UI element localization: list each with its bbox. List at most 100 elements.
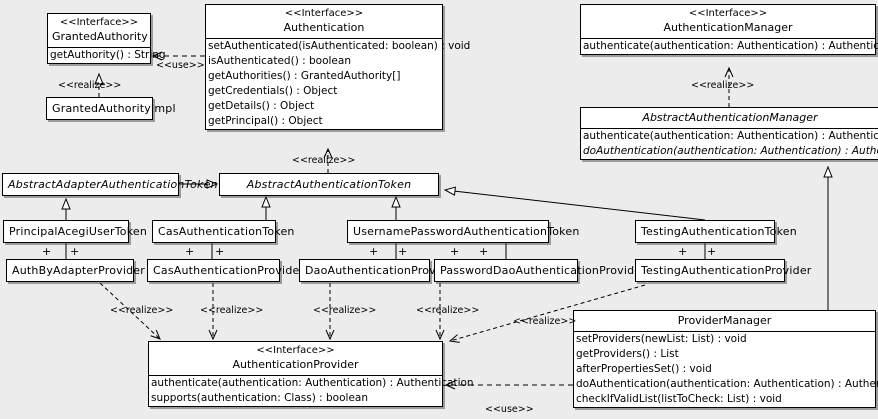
class-password-dao-authentication-provider[interactable]: PasswordDaoAuthenticationProvider xyxy=(434,259,646,282)
class-cas-authentication-token[interactable]: CasAuthenticationToken xyxy=(152,220,294,243)
class-username-password-authentication-token[interactable]: UsernamePasswordAuthenticationToken xyxy=(347,220,580,243)
operation-row: getProviders() : List xyxy=(576,348,679,360)
class-header: PrincipalAcegiUserToken xyxy=(4,221,148,242)
stereotype-label: <<Interface>> xyxy=(284,8,364,19)
class-name: ProviderManager xyxy=(677,314,772,327)
edge-label-realize-provider-manager: <<realize>> xyxy=(513,316,577,327)
class-auth-by-adapter-provider[interactable]: AuthByAdapterProvider xyxy=(6,259,145,282)
operation-row: doAuthentication(authentication: Authent… xyxy=(576,378,878,390)
association-end-multiplicity: + xyxy=(398,245,408,258)
operation-row: getAuthority() : String xyxy=(50,49,166,61)
operations-compartment: authenticate(authentication: Authenticat… xyxy=(149,376,474,406)
class-header: <<Interface>> AuthenticationManager xyxy=(581,5,875,38)
class-header: <<Interface>> GrantedAuthority xyxy=(48,14,150,47)
class-granted-authority-impl[interactable]: GrantedAuthorityImpl xyxy=(46,97,176,120)
class-name: TestingAuthenticationToken xyxy=(641,225,797,238)
operations-compartment: authenticate(authentication: Authenticat… xyxy=(581,39,878,54)
class-name: GrantedAuthorityImpl xyxy=(52,102,176,115)
operation-row: doAuthentication(authentication: Authent… xyxy=(583,145,878,157)
class-header: TestingAuthenticationToken xyxy=(636,221,797,242)
class-header: CasAuthenticationProvider xyxy=(148,260,304,281)
class-header: <<Interface>> AuthenticationProvider xyxy=(149,342,442,375)
edge-label-realize-dao-provider: <<realize>> xyxy=(313,305,377,316)
compartment-divider xyxy=(48,47,150,48)
class-name: AuthenticationProvider xyxy=(232,358,359,371)
compartment-divider xyxy=(574,331,875,332)
class-provider-manager[interactable]: ProviderManager setProviders(newList: Li… xyxy=(573,310,878,408)
class-abstract-authentication-token[interactable]: AbstractAuthenticationToken xyxy=(219,173,439,196)
class-name: AbstractAuthenticationToken xyxy=(246,178,412,191)
class-name: AuthenticationManager xyxy=(663,21,793,34)
edge-label-realize-abstract-authentication-token: <<realize>> xyxy=(292,155,356,166)
edge-label-use-provider-manager: <<use>> xyxy=(485,404,534,415)
operation-row: getCredentials() : Object xyxy=(208,85,338,97)
operation-row: getAuthorities() : GrantedAuthority[] xyxy=(208,70,401,82)
stereotype-label: <<Interface>> xyxy=(59,17,139,28)
edge-label-use-granted-authority: <<use>> xyxy=(156,60,205,71)
association-end-multiplicity: + xyxy=(70,245,80,258)
stereotype-label: <<Interface>> xyxy=(688,8,768,19)
class-header: AbstractAuthenticationManager xyxy=(581,108,878,128)
stereotype-label: <<Interface>> xyxy=(256,345,335,356)
operation-row: authenticate(authentication: Authenticat… xyxy=(583,130,878,142)
edge-label-realize-cas-provider: <<realize>> xyxy=(200,305,264,316)
class-cas-authentication-provider[interactable]: CasAuthenticationProvider xyxy=(147,259,304,282)
class-dao-authentication-provider[interactable]: DaoAuthenticationProvider xyxy=(299,259,458,282)
class-authentication[interactable]: <<Interface>> Authentication setAuthenti… xyxy=(205,4,471,130)
association-end-multiplicity: + xyxy=(185,245,195,258)
compartment-divider xyxy=(149,375,442,376)
edge-label-realize-abstract-authentication-manager: <<realize>> xyxy=(691,80,755,91)
operation-row: setAuthenticated(isAuthenticated: boolea… xyxy=(208,40,471,52)
class-name: PasswordDaoAuthenticationProvider xyxy=(440,264,646,277)
compartment-divider xyxy=(206,38,442,39)
operation-row: supports(authentication: Class) : boolea… xyxy=(151,392,368,404)
class-header: AuthByAdapterProvider xyxy=(7,260,145,281)
compartment-divider xyxy=(581,38,875,39)
class-testing-authentication-provider[interactable]: TestingAuthenticationProvider xyxy=(635,259,812,282)
operations-compartment: setProviders(newList: List) : void getPr… xyxy=(574,332,878,407)
class-name: AuthByAdapterProvider xyxy=(12,264,145,277)
operation-row: authenticate(authentication: Authenticat… xyxy=(583,40,878,52)
class-header: PasswordDaoAuthenticationProvider xyxy=(435,260,646,281)
class-name: AbstractAdapterAuthenticationToken xyxy=(8,178,218,191)
class-name: GrantedAuthority xyxy=(52,30,148,43)
edge-label-realize-password-dao-provider: <<realize>> xyxy=(416,305,480,316)
association-end-multiplicity: + xyxy=(42,245,52,258)
operation-row: getPrincipal() : Object xyxy=(208,115,323,127)
class-abstract-adapter-authentication-token[interactable]: AbstractAdapterAuthenticationToken xyxy=(2,173,218,196)
class-granted-authority[interactable]: <<Interface>> GrantedAuthority getAuthor… xyxy=(47,13,166,64)
association-end-multiplicity: + xyxy=(479,245,489,258)
class-name: UsernamePasswordAuthenticationToken xyxy=(353,225,580,238)
class-abstract-authentication-manager[interactable]: AbstractAuthenticationManager authentica… xyxy=(580,107,878,160)
association-end-multiplicity: + xyxy=(369,245,379,258)
class-authentication-manager[interactable]: <<Interface>> AuthenticationManager auth… xyxy=(580,4,878,55)
operation-row: isAuthenticated() : boolean xyxy=(208,55,351,67)
class-authentication-provider[interactable]: <<Interface>> AuthenticationProvider aut… xyxy=(148,341,474,407)
class-header: AbstractAuthenticationToken xyxy=(220,174,438,195)
class-header: UsernamePasswordAuthenticationToken xyxy=(348,221,580,242)
class-name: AbstractAuthenticationManager xyxy=(642,111,818,124)
class-header: AbstractAdapterAuthenticationToken xyxy=(3,174,218,195)
compartment-divider xyxy=(581,128,878,129)
operation-row: checkIfValidList(listToCheck: List) : vo… xyxy=(576,393,782,405)
class-principal-acegi-user-token[interactable]: PrincipalAcegiUserToken xyxy=(3,220,148,243)
class-header: GrantedAuthorityImpl xyxy=(47,98,176,119)
operation-row: getDetails() : Object xyxy=(208,100,315,112)
class-name: TestingAuthenticationProvider xyxy=(641,264,812,277)
operation-row: setProviders(newList: List) : void xyxy=(576,333,747,345)
edge-label-realize-granted-authority-impl: <<realize>> xyxy=(58,80,122,91)
operations-compartment: authenticate(authentication: Authenticat… xyxy=(581,129,878,159)
operations-compartment: getAuthority() : String xyxy=(48,48,166,63)
class-header: TestingAuthenticationProvider xyxy=(636,260,812,281)
edge-label-realize-auth-by-adapter: <<realize>> xyxy=(110,305,174,316)
association-end-multiplicity: + xyxy=(450,245,460,258)
class-header: CasAuthenticationToken xyxy=(153,221,294,242)
class-header: ProviderManager xyxy=(574,311,875,331)
class-name: Authentication xyxy=(283,21,365,34)
association-end-multiplicity: + xyxy=(707,245,717,258)
class-testing-authentication-token[interactable]: TestingAuthenticationToken xyxy=(635,220,797,243)
operation-row: authenticate(authentication: Authenticat… xyxy=(151,377,474,389)
class-name: DaoAuthenticationProvider xyxy=(305,264,458,277)
class-name: PrincipalAcegiUserToken xyxy=(9,225,148,238)
